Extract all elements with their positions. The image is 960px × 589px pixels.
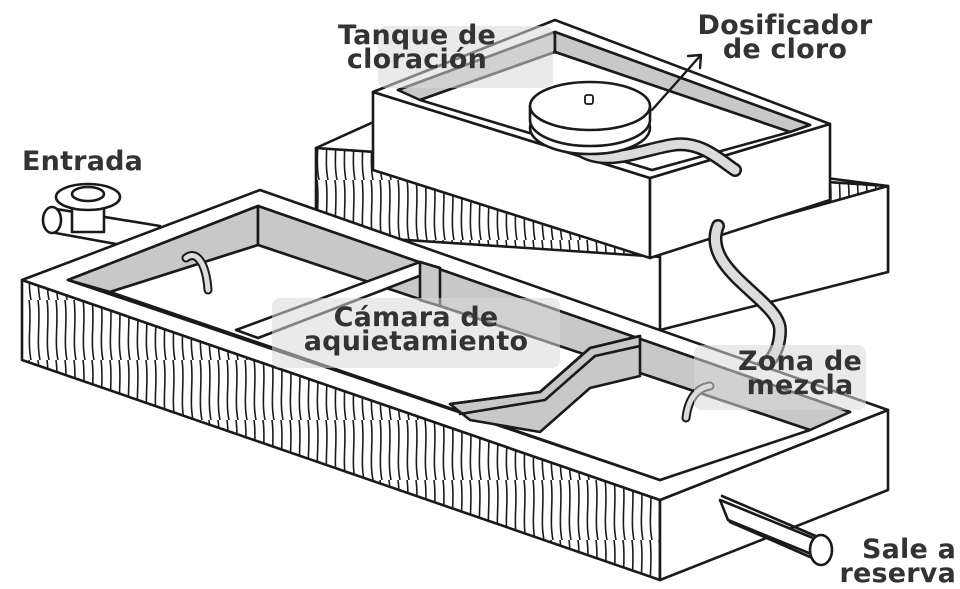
- chlorination-tank-label: Tanque de cloración: [326, 20, 508, 75]
- inlet-label-text: Entrada: [22, 146, 144, 177]
- chlorination-tank-label-line2: cloración: [346, 44, 488, 75]
- label-highlights: [272, 26, 866, 410]
- doser-arrow: [650, 53, 703, 112]
- settling-chamber-label-line1: Cámara de: [333, 302, 499, 333]
- settling-chamber-label: Cámara de aquietamiento: [290, 302, 542, 357]
- mixing-zone-label: Zona de mezcla: [728, 346, 872, 401]
- mixing-zone-label-line1: Zona de: [737, 346, 862, 377]
- chlorine-doser-label: Dosificador de cloro: [686, 10, 884, 65]
- inlet-label: Entrada: [22, 146, 144, 177]
- chlorine-doser-label-line1: Dosificador: [697, 10, 873, 41]
- chlorine-doser-label-line2: de cloro: [722, 34, 848, 65]
- outlet-label-line2: reserva: [839, 558, 956, 589]
- settling-chamber-label-line2: aquietamiento: [303, 326, 529, 357]
- outlet-label-line1: Sale a: [861, 534, 956, 565]
- chlorine-doser: [528, 80, 742, 177]
- chlorination-tank-label-line1: Tanque de: [337, 20, 497, 51]
- outlet-label: Sale a reserva: [820, 534, 956, 589]
- outlet-pipe: [718, 494, 834, 567]
- mixing-zone-label-line2: mezcla: [746, 370, 854, 401]
